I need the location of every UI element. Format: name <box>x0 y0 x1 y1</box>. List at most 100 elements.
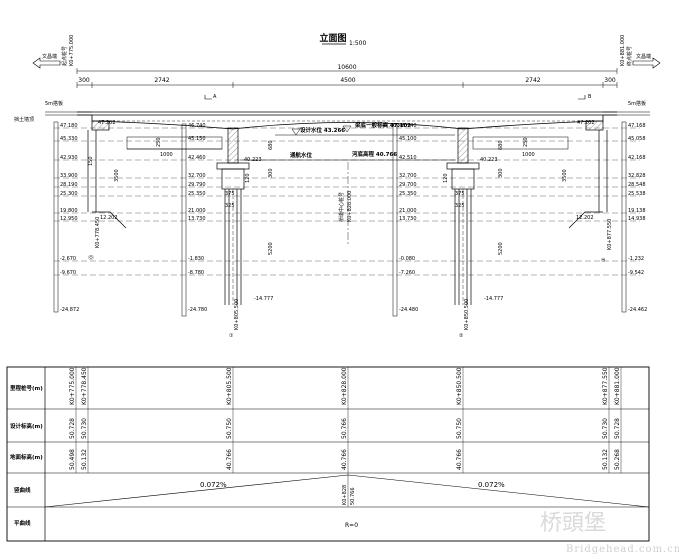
span-dimension-line <box>76 82 618 88</box>
station-5: K0+877.550 <box>602 367 609 405</box>
right-wingwall <box>472 136 569 150</box>
left-pile-tip: -14.777 <box>254 296 273 302</box>
section-a-label: A <box>213 94 217 100</box>
right-approach-slab <box>603 111 650 116</box>
water-lines <box>240 134 455 161</box>
left-start-station: K0+775.000 <box>69 35 75 66</box>
left-dim-1000: 1000 <box>160 152 173 158</box>
ground-elev-0: 50.498 <box>69 449 76 470</box>
borehole-elevation: 32.700 <box>399 173 417 179</box>
station-1: K0+778.450 <box>81 367 88 405</box>
borehole-elevation: 14.938 <box>628 216 646 222</box>
left-grade: 0.072% <box>200 481 227 489</box>
design-elev-4: 50.750 <box>456 418 463 439</box>
design-elev-1: 50.730 <box>81 418 88 439</box>
right-dim-375: 375 <box>455 191 465 197</box>
svg-text:文昌端: 文昌端 <box>636 53 651 60</box>
left-dim-3500: 3500 <box>114 169 120 182</box>
ground-elev-4: 40.766 <box>456 449 463 470</box>
right-dim-3500: 3500 <box>562 169 568 182</box>
left-dim-375: 375 <box>225 191 235 197</box>
peak-elev: 50.766 <box>350 488 356 506</box>
row-label-hcurve: 平曲线 <box>14 519 31 527</box>
borehole-elevation: 42.930 <box>60 155 78 161</box>
borehole-elevation: 46.740 <box>188 123 206 129</box>
left-direction-arrow: 文昌端 <box>32 53 61 69</box>
borehole-elevation: 45.330 <box>60 136 78 142</box>
station-6: K0+881.000 <box>614 367 621 405</box>
deck-girder <box>77 111 617 130</box>
borehole-elevation: 21.000 <box>399 208 417 214</box>
right-base-elev: 12.202 <box>576 215 594 221</box>
borehole-elevation: 47.168 <box>628 123 646 129</box>
borehole-elevation: -7.260 <box>399 270 415 276</box>
bottom-level: 河底高程 40.766 <box>352 150 397 158</box>
left-dim-325: 325 <box>225 203 235 209</box>
borehole-right-elevs: 47.16845.05842.16832.82828.54825.53819.1… <box>628 123 647 313</box>
borehole-elevation: -24.872 <box>60 307 79 313</box>
borehole-elevation: 32.828 <box>628 173 646 179</box>
ground-elev-3: 40.766 <box>341 449 348 470</box>
right-dim-1000: 1000 <box>522 152 535 158</box>
borehole-elevation: 45.058 <box>628 136 646 142</box>
row-label-design: 设计标高(m) <box>10 422 43 430</box>
span-dim-0: 300 <box>78 77 90 84</box>
borehole-right-pier-elevs: 46.74045.10042.51032.70029.70025.35021.0… <box>399 123 418 313</box>
left-abutment <box>87 120 127 229</box>
design-elev-2: 50.750 <box>226 418 233 439</box>
design-elev-6: 50.728 <box>614 418 621 439</box>
right-end-label: 终点桩号 <box>626 46 633 66</box>
borehole-elevation: 42.460 <box>188 155 206 161</box>
borehole-elevation: 19.800 <box>60 208 78 214</box>
bridge-center-station: K0+828.000 <box>347 191 353 222</box>
borehole-elevation: -1.830 <box>188 256 204 262</box>
ground-elev-5: 50.132 <box>602 449 609 470</box>
ground-elev-1: 50.132 <box>81 449 88 470</box>
borehole-left-elevs: 47.18045.33042.93033.90028.19025.30019.8… <box>60 123 79 313</box>
pier-top-elev: 47.702 <box>382 123 400 129</box>
left-dim-150: 150 <box>88 156 94 166</box>
watermark-logo: 桥頭堡 <box>540 511 606 536</box>
borehole-elevation: -2.670 <box>60 256 76 262</box>
left-dim-680: 680 <box>268 140 274 150</box>
right-pier <box>446 127 480 305</box>
left-end-label: 挡土墙顶 <box>14 116 34 123</box>
left-pier-station: K0+805.500 <box>234 299 240 330</box>
station-3: K0+828.000 <box>341 367 348 405</box>
left-slab-label: 5m搭板 <box>45 100 63 107</box>
borehole-elevation: -9.542 <box>628 270 644 276</box>
section-a-marker <box>204 95 212 100</box>
borehole-elevation: 13.730 <box>188 216 206 222</box>
right-abut-number: ③ <box>601 258 607 262</box>
borehole-elevation: 47.180 <box>60 123 78 129</box>
right-dim-250: 250 <box>523 137 529 147</box>
left-dim-120: 120 <box>245 173 251 183</box>
svg-text:文昌端: 文昌端 <box>42 53 57 60</box>
left-pier <box>216 127 250 305</box>
section-b-marker <box>578 95 586 100</box>
drawing-title: 立面图 <box>319 32 346 44</box>
overall-dimension <box>76 68 618 74</box>
borehole-elevation: 28.548 <box>628 182 646 188</box>
borehole-elevation: 13.730 <box>399 216 417 222</box>
right-end-station: K0+881.000 <box>620 35 626 66</box>
design-elev-5: 50.730 <box>602 418 609 439</box>
row-label-vcurve: 竖曲线 <box>14 486 31 494</box>
right-dim-5200: 5200 <box>498 242 504 255</box>
left-abut-station: K0+778.450 <box>95 217 101 248</box>
span-dim-2: 4500 <box>340 77 355 84</box>
borehole-elevation: 25.300 <box>60 191 78 197</box>
borehole-elevation: 45.150 <box>188 136 206 142</box>
borehole-elevation: -1.232 <box>628 256 644 262</box>
left-base-elev: 12.202 <box>100 215 118 221</box>
design-elev-0: 50.728 <box>69 418 76 439</box>
right-dim-680: 680 <box>498 140 504 150</box>
borehole-elevation: 29.790 <box>188 182 206 188</box>
right-abut-top: 47.202 <box>577 120 595 126</box>
left-abut-number: ⓪ <box>88 255 95 260</box>
left-dim-300: 300 <box>268 168 274 178</box>
row-label-station: 里程桩号(m) <box>10 384 43 392</box>
span-dim-3: 2742 <box>525 77 540 84</box>
ground-elev-6: 50.268 <box>614 449 621 470</box>
